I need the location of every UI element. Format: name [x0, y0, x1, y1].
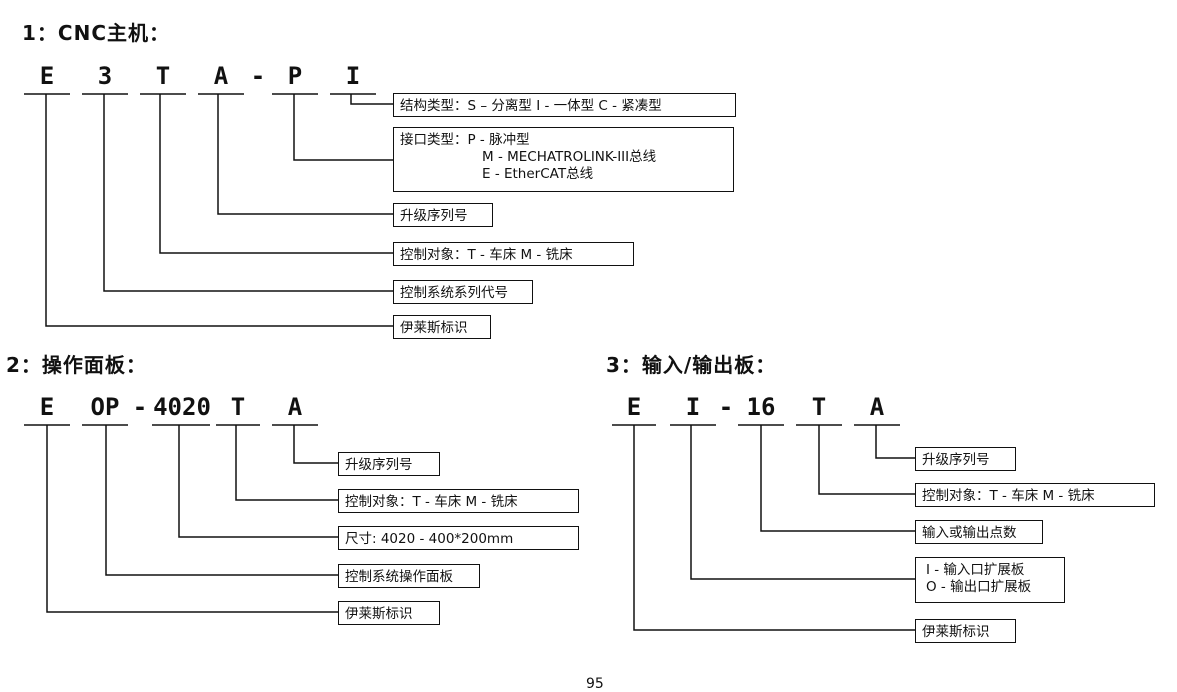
system-series-label: 控制系统系列代号	[400, 285, 508, 301]
brand-box: 伊莱斯标识	[393, 315, 491, 339]
structure-type-box: 结构类型：S – 分离型 I - 一体型 C - 紧凑型	[393, 93, 736, 117]
control-object-box: 控制对象：T - 车床 M - 铣床	[338, 489, 579, 513]
upgrade-serial-box: 升级序列号	[915, 447, 1016, 471]
code-brand: E	[39, 393, 55, 421]
code-upgrade: A	[869, 393, 885, 421]
panel-label: 控制系统操作面板	[345, 569, 453, 585]
upgrade-serial-box: 升级序列号	[338, 452, 440, 476]
brand-label: 伊莱斯标识	[922, 624, 990, 640]
control-object-box: 控制对象：T - 车床 M - 铣床	[915, 483, 1155, 507]
io-type-box: I - 输入口扩展板 O - 输出口扩展板	[915, 557, 1065, 603]
control-object-box: 控制对象：T - 车床 M - 铣床	[393, 242, 634, 266]
system-series-box: 控制系统系列代号	[393, 280, 533, 304]
code-io-points: 16	[746, 393, 776, 421]
code-upgrade: A	[287, 393, 303, 421]
code-structure: I	[345, 62, 361, 90]
brand-box: 伊莱斯标识	[338, 601, 440, 625]
interface-type-box: 接口类型：P - 脉冲型 M - MECHATROLINK-III总线 E - …	[393, 127, 734, 192]
code-brand: E	[626, 393, 642, 421]
section-1-heading: 1：CNC主机：	[22, 21, 171, 45]
upgrade-serial-label: 升级序列号	[922, 452, 990, 468]
section-2-heading: 2：操作面板：	[6, 353, 147, 377]
code-control-object: T	[155, 62, 171, 90]
code-upgrade: A	[213, 62, 229, 90]
code-panel: OP	[90, 393, 120, 421]
control-object-label: 控制对象：T - 车床 M - 铣床	[400, 247, 573, 263]
code-dash: -	[250, 62, 266, 90]
brand-label: 伊莱斯标识	[345, 606, 413, 622]
io-type-line-1: I - 输入口扩展板	[926, 562, 1025, 578]
control-object-label: 控制对象：T - 车床 M - 铣床	[345, 494, 518, 510]
code-series: 3	[97, 62, 113, 90]
interface-type-line-2: M - MECHATROLINK-III总线	[482, 149, 657, 165]
structure-type-label: 结构类型：S – 分离型 I - 一体型 C - 紧凑型	[400, 98, 662, 114]
size-box: 尺寸: 4020 - 400*200mm	[338, 526, 579, 550]
code-interface: P	[287, 62, 303, 90]
upgrade-serial-box: 升级序列号	[393, 203, 493, 227]
code-control-object: T	[811, 393, 827, 421]
io-points-label: 输入或输出点数	[922, 525, 1017, 541]
size-label: 尺寸: 4020 - 400*200mm	[345, 531, 514, 547]
control-object-label: 控制对象：T - 车床 M - 铣床	[922, 488, 1095, 504]
code-brand: E	[39, 62, 55, 90]
code-dash: -	[132, 393, 148, 421]
code-size: 4020	[153, 393, 211, 421]
brand-label: 伊莱斯标识	[400, 320, 468, 336]
code-dash: -	[718, 393, 734, 421]
interface-type-line-3: E - EtherCAT总线	[482, 166, 594, 182]
code-control-object: T	[230, 393, 246, 421]
code-io-type: I	[685, 393, 701, 421]
page-number: 95	[586, 676, 604, 692]
section-3-heading: 3：输入/输出板：	[606, 353, 777, 377]
io-type-line-2: O - 输出口扩展板	[926, 579, 1032, 595]
io-points-box: 输入或输出点数	[915, 520, 1043, 544]
upgrade-serial-label: 升级序列号	[345, 457, 413, 473]
panel-box: 控制系统操作面板	[338, 564, 480, 588]
brand-box: 伊莱斯标识	[915, 619, 1016, 643]
interface-type-line-1: 接口类型：P - 脉冲型	[400, 132, 530, 148]
upgrade-serial-label: 升级序列号	[400, 208, 468, 224]
